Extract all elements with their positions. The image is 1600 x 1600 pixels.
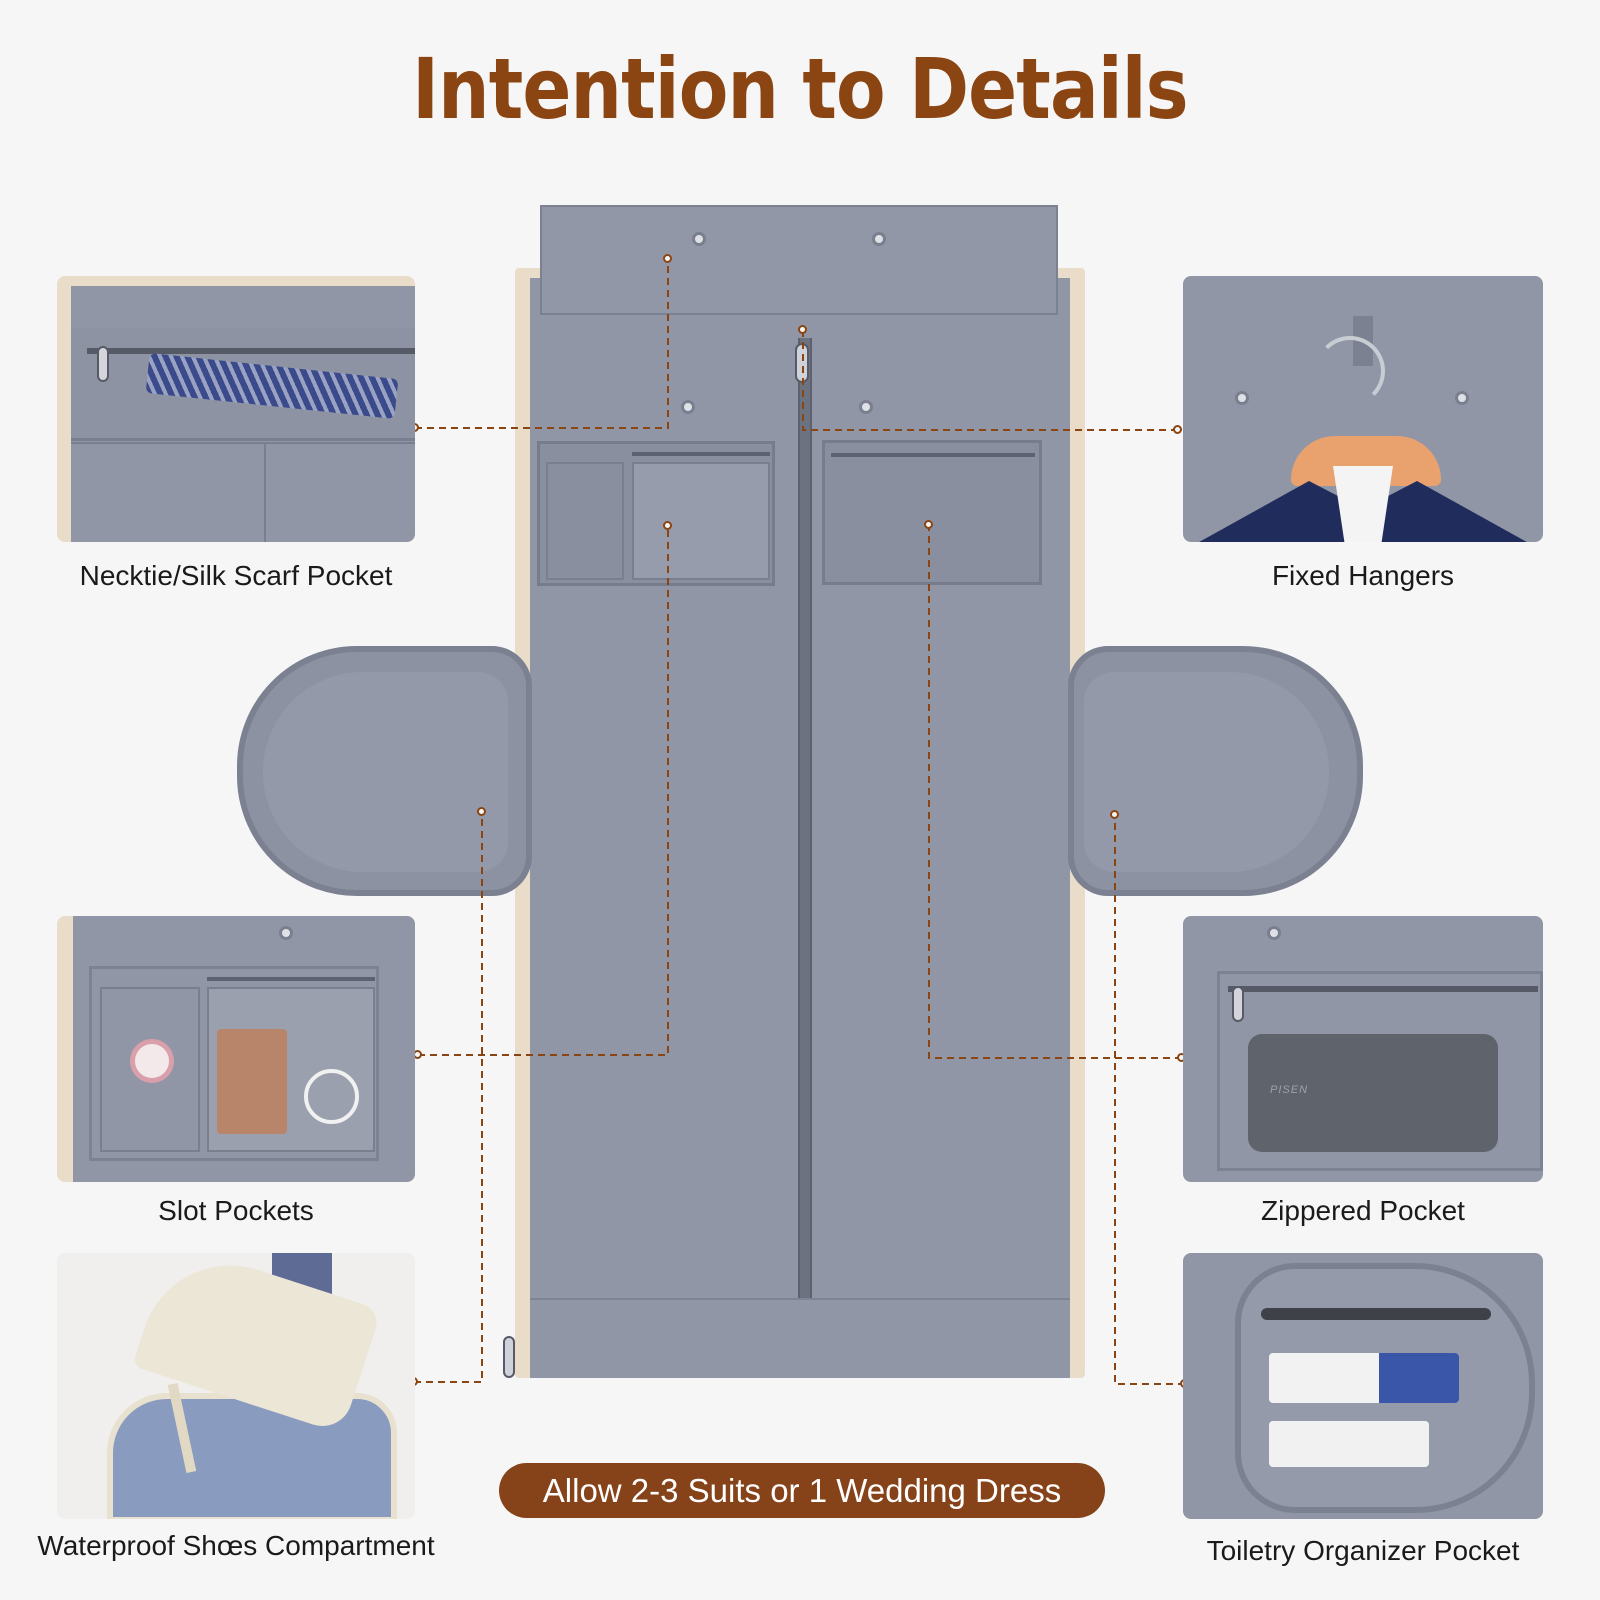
bag-bottom-seam	[530, 1298, 1070, 1300]
grommet-icon	[1235, 391, 1249, 405]
tube-icon	[1269, 1353, 1459, 1403]
shirt-collar-icon	[1333, 466, 1393, 542]
side-zipper-pull-icon	[503, 1336, 515, 1378]
watch-slot	[100, 987, 200, 1152]
compartment-shadow	[263, 672, 508, 872]
cable-icon	[304, 1069, 359, 1124]
slot-caption: Slot Pockets	[158, 1195, 314, 1226]
capacity-banner: Allow 2-3 Suits or 1 Wedding Dress	[499, 1463, 1105, 1518]
garment-bag	[503, 268, 1085, 1378]
hangers-caption: Fixed Hangers	[1271, 560, 1455, 591]
zipper-pull-icon	[1232, 986, 1244, 1022]
callout-slot	[418, 526, 669, 1056]
top-flap	[540, 205, 1058, 315]
callout-dot	[663, 254, 672, 263]
callout-dot	[663, 521, 672, 530]
shoes-compartment-image	[57, 1253, 415, 1519]
mesh-area	[632, 462, 770, 580]
callout-toiletry	[1114, 815, 1185, 1385]
grommet-icon	[1267, 926, 1281, 940]
slot-divider	[264, 442, 266, 542]
mesh-zipper	[632, 452, 770, 456]
callout-zippered	[928, 525, 1182, 1059]
callout-dot	[1110, 810, 1119, 819]
grommet-icon	[692, 232, 706, 246]
grommet-icon	[681, 400, 695, 414]
callout-dot	[1173, 425, 1182, 434]
grommet-icon	[279, 926, 293, 940]
page-title: Intention to Details	[412, 40, 1189, 138]
shoes-caption: Waterproof Shœs Compartment	[37, 1530, 435, 1561]
tube-label	[1379, 1353, 1459, 1403]
pocket-zipper	[207, 977, 375, 981]
grommet-icon	[1455, 391, 1469, 405]
pocket-zipper	[87, 348, 415, 354]
zipper-pull-icon	[97, 346, 109, 382]
necktie-caption: Necktie/Silk Scarf Pocket	[79, 560, 393, 591]
left-mesh-pocket	[537, 441, 775, 586]
callout-dot	[477, 807, 486, 816]
zippered-pocket-image: PISEN	[1183, 916, 1543, 1182]
compartment-lining	[107, 1393, 397, 1519]
slot-pockets-image	[57, 916, 415, 1182]
center-zipper	[798, 338, 812, 1298]
callout-hangers	[802, 330, 1178, 431]
slot-pocket-frame	[89, 966, 379, 1161]
right-zip-pocket	[822, 440, 1042, 585]
slot-divider	[71, 442, 415, 444]
watch-icon	[130, 1039, 174, 1083]
callout-necktie	[415, 259, 669, 429]
pocket-zipper	[831, 453, 1035, 457]
toothbrush-icon	[1261, 1308, 1491, 1320]
right-shoe-compartment	[1068, 646, 1363, 896]
toiletry-caption: Toiletry Organizer Pocket	[1206, 1535, 1520, 1566]
grommet-icon	[859, 400, 873, 414]
left-shoe-compartment	[237, 646, 532, 896]
necktie-pocket-image	[57, 276, 415, 542]
tube-icon	[1269, 1421, 1429, 1467]
zip-pocket-frame: PISEN	[1217, 971, 1543, 1171]
mesh-slot	[207, 987, 375, 1152]
wallet-icon	[217, 1029, 287, 1134]
hanger-hook-icon	[1315, 336, 1385, 406]
zippered-caption: Zippered Pocket	[1261, 1195, 1465, 1226]
pocket-zipper	[1228, 986, 1538, 992]
callout-dot	[798, 325, 807, 334]
slot-divider	[546, 462, 624, 580]
power-bank-icon: PISEN	[1248, 1034, 1498, 1152]
toiletry-pocket-image	[1183, 1253, 1543, 1519]
grommet-icon	[872, 232, 886, 246]
fixed-hangers-image	[1183, 276, 1543, 542]
callout-dot	[924, 520, 933, 529]
compartment-shadow	[1084, 672, 1329, 872]
callout-shoes	[414, 812, 483, 1383]
power-bank-brand: PISEN	[1270, 1084, 1309, 1096]
